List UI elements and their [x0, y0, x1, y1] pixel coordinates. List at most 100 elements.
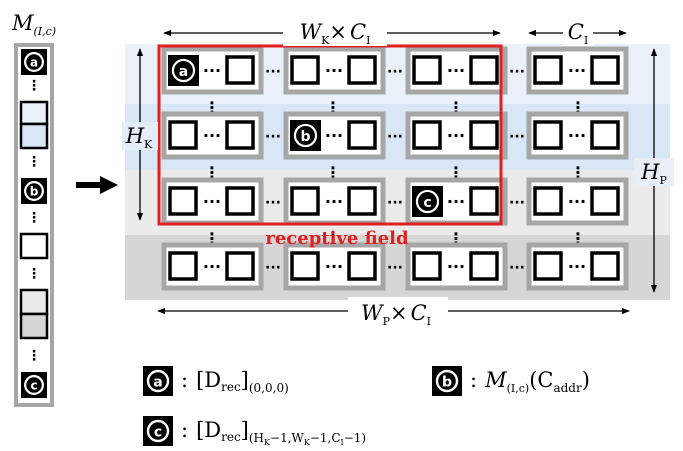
legend-c: c :[Drec](HK−1,WK−1,CI−1) [143, 416, 366, 447]
legend-a-badge-icon [146, 369, 170, 393]
column-badge-a-icon [24, 52, 44, 72]
cell-first [412, 120, 442, 150]
cell-ellipsis: ··· [447, 192, 465, 211]
column-cell [19, 312, 49, 340]
cell-group: ··· [526, 177, 629, 226]
legend-c-badge-letter: c [154, 425, 162, 441]
column-ellipsis: ⋮ [27, 348, 41, 364]
cell-ellipsis: ··· [568, 257, 586, 276]
group-ellipsis: ··· [387, 195, 403, 211]
cell-last [347, 55, 377, 85]
cell-ellipsis: ··· [203, 192, 221, 211]
group-ellipsis: ··· [387, 64, 403, 80]
cell-group: ··· [526, 46, 629, 95]
cell-group: ··· [283, 177, 386, 226]
hp-dimension-label: HP [640, 160, 667, 187]
cell-ellipsis: ··· [203, 257, 221, 276]
legend-a-badge-letter: a [153, 375, 162, 391]
cell-first [168, 186, 198, 216]
wp-dimension-label: WP×CI [361, 301, 431, 328]
wk-dimension-label: WK×CI [300, 20, 371, 47]
column-badge-c-letter: c [30, 378, 37, 392]
cell-group: ··· [526, 242, 629, 291]
cell-first [533, 55, 563, 85]
cell-ellipsis: ··· [203, 61, 221, 80]
column-badge-b-letter: b [30, 184, 39, 198]
badge-b-icon [293, 123, 318, 148]
cell-first [412, 251, 442, 281]
legend-c-badge-icon [146, 419, 170, 443]
cell-group: ··· [161, 111, 264, 160]
cell-first [290, 251, 320, 281]
cell-ellipsis: ··· [447, 126, 465, 145]
group-ellipsis: ··· [387, 129, 403, 145]
cell-group: ··· [161, 242, 264, 291]
cell-last [469, 186, 499, 216]
cell-group: ··· [283, 46, 386, 95]
cell-last [225, 251, 255, 281]
column-badge-b-icon [24, 181, 44, 201]
cell-group: ··· [283, 242, 386, 291]
column-badge-a-letter: a [30, 55, 38, 69]
column-title-sub: (I,c) [34, 25, 57, 38]
cell-ellipsis: ··· [447, 61, 465, 80]
column-cell [19, 122, 49, 150]
group-ellipsis: ··· [265, 260, 281, 276]
cell-first [168, 120, 198, 150]
row-ellipsis: ⋮ [448, 163, 464, 182]
cell-group: b··· [283, 111, 386, 160]
cell-last [590, 251, 620, 281]
legend-b-text: :M(I,c)(Caddr) [470, 368, 590, 395]
cell-first [533, 251, 563, 281]
cell-first [533, 120, 563, 150]
row-ellipsis: ⋮ [325, 163, 341, 182]
cell-last [590, 55, 620, 85]
cell-last [347, 186, 377, 216]
cell-grid: a·····················⋮⋮⋮⋮······b·······… [161, 46, 629, 291]
ci-dimension-label: CI [568, 20, 588, 47]
cell-first [533, 186, 563, 216]
cell-first [412, 55, 442, 85]
cell-ellipsis: ··· [447, 257, 465, 276]
column-badge-c-icon [24, 375, 44, 395]
cell-last [225, 186, 255, 216]
cell-last [469, 251, 499, 281]
column-ellipsis: ⋮ [27, 154, 41, 170]
cell-group: ··· [405, 242, 508, 291]
group-ellipsis: ··· [265, 195, 281, 211]
legend-a-text: :[Drec](0,0,0) [181, 368, 289, 395]
cell-last [469, 55, 499, 85]
group-ellipsis: ··· [509, 195, 525, 211]
badge-a-letter: a [179, 64, 188, 80]
legend-b-badge-letter: b [442, 375, 452, 391]
legend-b-badge-icon [435, 369, 459, 393]
cell-ellipsis: ··· [325, 257, 343, 276]
cell-group: c··· [405, 177, 508, 226]
receptive-field-label: receptive field [265, 228, 409, 249]
group-ellipsis: ··· [509, 64, 525, 80]
cell-ellipsis: ··· [568, 192, 586, 211]
group-ellipsis: ··· [265, 64, 281, 80]
group-ellipsis: ··· [509, 129, 525, 145]
column-ellipsis: ⋮ [27, 78, 41, 94]
cell-ellipsis: ··· [325, 61, 343, 80]
column-cell [19, 288, 49, 316]
badge-c-icon [415, 189, 440, 214]
cell-last [225, 120, 255, 150]
memory-column: a⋮⋮b⋮⋮⋮c [14, 43, 54, 407]
badge-b-letter: b [300, 129, 310, 145]
row-ellipsis: ⋮ [570, 163, 586, 182]
column-cell [19, 100, 49, 126]
badge-a-icon [171, 58, 196, 83]
column-cell [19, 232, 49, 260]
legend-c-text: :[Drec](HK−1,WK−1,CI−1) [181, 418, 366, 447]
hk-dimension-label: HK [125, 124, 153, 151]
group-ellipsis: ··· [509, 260, 525, 276]
group-ellipsis: ··· [387, 260, 403, 276]
legend-b: b :M(I,c)(Caddr) [432, 366, 590, 396]
cell-first [290, 186, 320, 216]
column-ellipsis: ⋮ [27, 210, 41, 226]
cell-ellipsis: ··· [568, 126, 586, 145]
cell-last [347, 251, 377, 281]
